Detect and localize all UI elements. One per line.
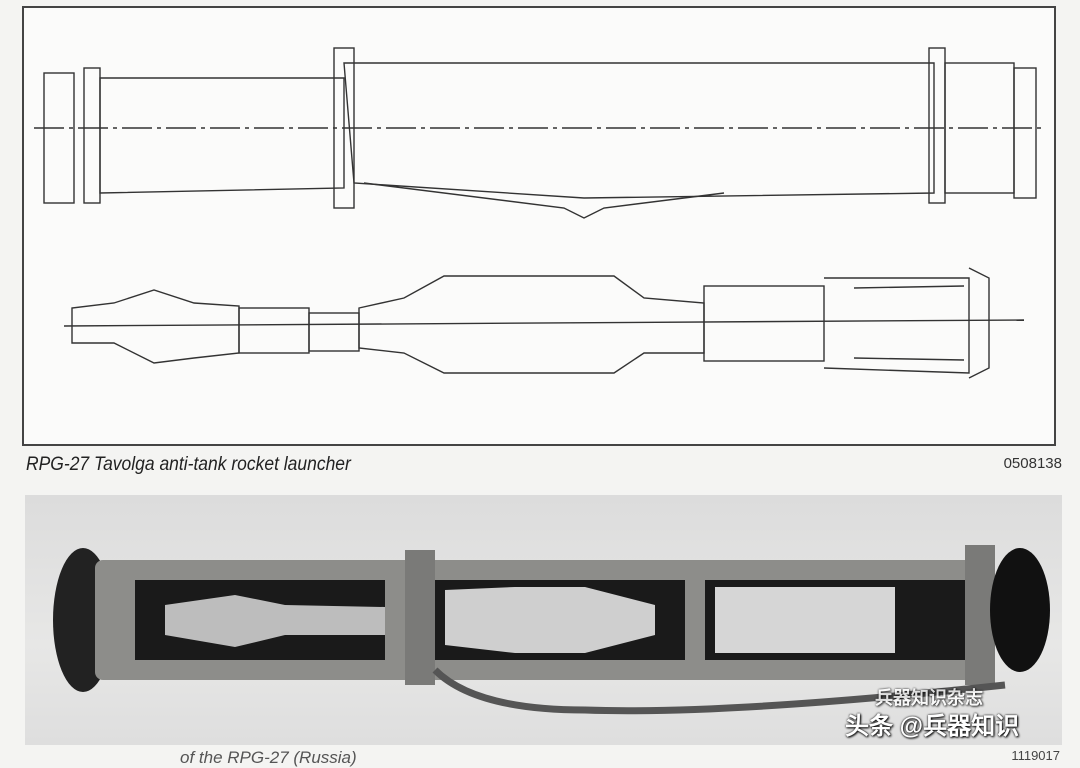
figure-caption: RPG-27 Tavolga anti-tank rocket launcher	[26, 454, 351, 475]
launcher-photo	[25, 495, 1062, 745]
figure-code: 0508138	[1003, 455, 1062, 472]
watermark-line2: 头条 @兵器知识	[845, 713, 1020, 740]
launcher-photo-image	[53, 545, 1050, 715]
photo-code: 1119017	[1011, 748, 1060, 763]
watermark-line1: 兵器知识杂志	[875, 688, 983, 708]
line-drawing-panel	[22, 6, 1056, 446]
launcher-drawing	[34, 47, 1044, 379]
watermark: 兵器知识杂志 头条 @兵器知识	[845, 688, 1020, 741]
photo-caption: of the RPG-27 (Russia)	[180, 748, 357, 767]
